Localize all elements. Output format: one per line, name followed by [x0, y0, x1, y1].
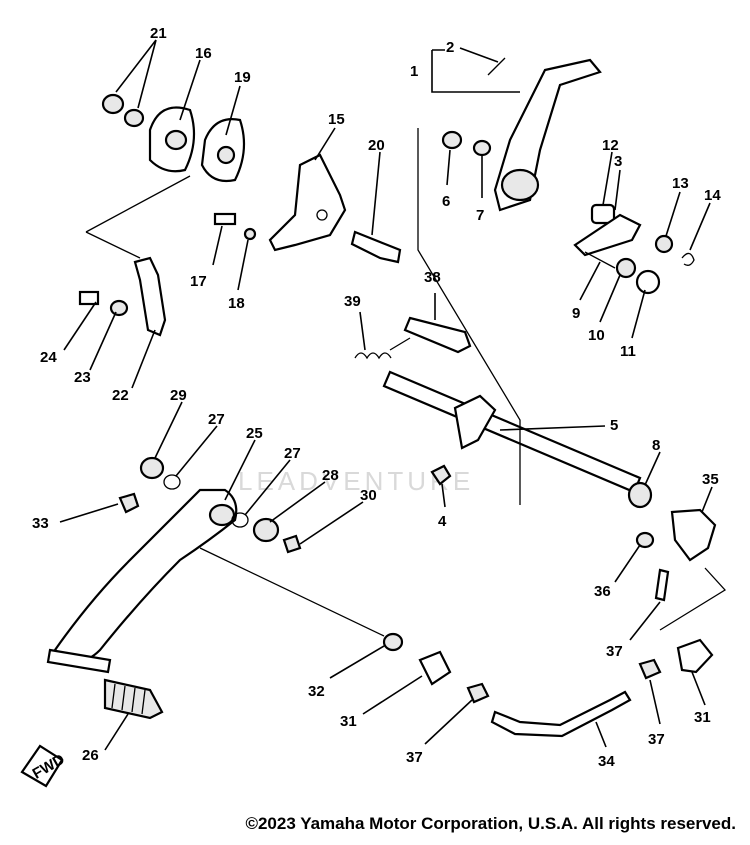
part-37-nut-b — [638, 658, 662, 680]
callout-29: 29 — [170, 387, 187, 404]
part-25-pedal — [53, 488, 238, 663]
part-31-rod-end-b — [676, 638, 714, 674]
part-2-spring — [487, 57, 506, 76]
part-38-pin — [403, 316, 472, 354]
callout-27-b: 27 — [284, 445, 301, 462]
part-34-rod — [490, 690, 632, 738]
part-15-hole — [316, 209, 328, 221]
callout-36: 37 — [606, 643, 623, 660]
callout-38: 38 — [424, 269, 441, 286]
part-35-nut — [635, 531, 655, 549]
part-6-washer — [441, 130, 463, 150]
callout-1: 1 — [410, 63, 418, 80]
callout-34: 34 — [598, 753, 615, 770]
part-7-clip — [472, 139, 492, 157]
part-1-collar — [500, 168, 540, 202]
part-30-nut — [282, 534, 302, 554]
part-25-boss — [208, 503, 236, 527]
callout-27-a: 27 — [208, 411, 225, 428]
part-10-washer — [615, 257, 637, 279]
part-20-shaft — [350, 230, 402, 264]
part-13-washer — [654, 234, 674, 254]
part-3-lever — [573, 213, 642, 257]
callout-2: 2 — [446, 39, 454, 56]
callout-31-a: 31 — [340, 713, 357, 730]
callout-7: 7 — [476, 207, 484, 224]
callout-4: 4 — [438, 513, 447, 530]
part-23-washer — [109, 299, 129, 317]
callout-12: 12 — [602, 137, 619, 154]
part-39-spring — [354, 337, 411, 360]
callout-6: 6 — [442, 193, 450, 210]
callout-16: 16 — [195, 45, 212, 62]
part-24-bolt — [78, 290, 100, 306]
part-33-nut — [118, 492, 140, 514]
callout-18: 18 — [228, 295, 245, 312]
callout-22: 22 — [112, 387, 129, 404]
callout-19: 19 — [234, 69, 251, 86]
callout-33: 33 — [32, 515, 49, 532]
part-27-clip-a — [163, 474, 181, 490]
callout-14: 14 — [704, 187, 721, 204]
part-28-washer — [252, 517, 280, 543]
callout-30: 30 — [360, 487, 377, 504]
part-26-ribs — [111, 683, 146, 715]
part-4-nut — [430, 464, 452, 486]
part-19-hub — [216, 145, 236, 165]
part-27-clip-b — [231, 512, 249, 528]
exploded-parts-diagram: LEADVENTURE — [20, 25, 727, 788]
part-22-arm — [133, 256, 167, 337]
part-5-shaft-arm — [453, 394, 497, 450]
part-21-washer-a — [101, 93, 125, 115]
callout-35-a: 35 — [702, 471, 719, 488]
callout-5: 5 — [610, 417, 618, 434]
callout-32: 32 — [308, 683, 325, 700]
callout-24: 24 — [40, 349, 57, 366]
part-9-spring — [584, 251, 616, 269]
callout-35-b: 36 — [594, 583, 611, 600]
part-36-bolt — [654, 568, 670, 602]
part-11-plate — [635, 269, 661, 295]
callout-25: 25 — [246, 425, 263, 442]
part-18-washer — [243, 227, 257, 241]
part-15-bracket — [268, 153, 347, 252]
copyright-notice: ©2023 Yamaha Motor Corporation, U.S.A. A… — [245, 814, 736, 833]
callout-labels: 21 16 19 15 20 1 2 6 7 12 3 13 14 9 10 1… — [32, 25, 721, 770]
callout-9: 9 — [572, 305, 580, 322]
callout-8: 8 — [652, 437, 660, 454]
callout-39: 39 — [344, 293, 361, 310]
callout-3: 3 — [614, 153, 622, 170]
callout-37-b: 37 — [648, 731, 665, 748]
part-shapes: FWD — [20, 57, 717, 788]
part-29-washer — [139, 456, 165, 480]
part-31-rod-end-a — [418, 650, 452, 686]
part-16-boss — [164, 129, 188, 151]
callout-15: 15 — [328, 111, 345, 128]
callout-17: 17 — [190, 273, 207, 290]
callout-20: 20 — [368, 137, 385, 154]
part-37-nut-a — [466, 682, 490, 704]
callout-28: 28 — [322, 467, 339, 484]
watermark-text: LEADVENTURE — [238, 466, 474, 496]
callout-26: 26 — [82, 747, 99, 764]
callout-13: 13 — [672, 175, 689, 192]
callout-37-a: 37 — [406, 749, 423, 766]
part-17-bolt — [213, 212, 237, 226]
part-8-seal — [627, 481, 653, 509]
leader-lines — [59, 39, 727, 751]
callout-11: 11 — [620, 343, 636, 360]
part-21-washer-b — [123, 108, 145, 128]
part-25-peg — [46, 648, 112, 674]
callout-21: 21 — [150, 25, 167, 42]
part-35-arm — [670, 508, 717, 562]
callout-23: 23 — [74, 369, 91, 386]
callout-10: 10 — [588, 327, 605, 344]
fwd-arrow-mark — [20, 744, 64, 788]
callout-31-b: 31 — [694, 709, 711, 726]
part-32-washer — [382, 632, 404, 652]
part-14-clip — [681, 252, 695, 266]
